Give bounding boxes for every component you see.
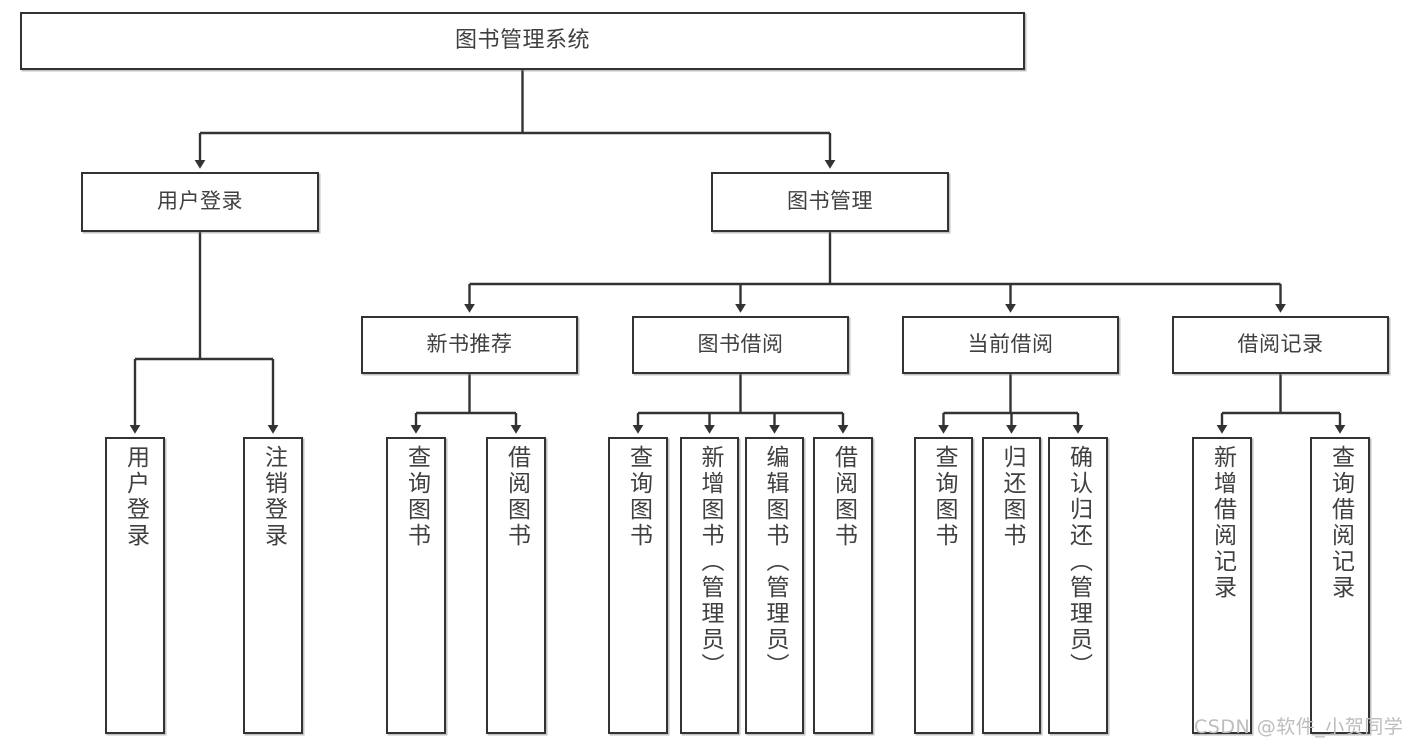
node-label: 用户登录 <box>157 189 243 214</box>
node-label: 当前借阅 <box>967 332 1054 357</box>
node-new-book-rec[interactable]: 新书推荐 <box>361 316 578 374</box>
node-label: 注销登录 <box>260 445 287 549</box>
node-label: 新书推荐 <box>426 332 513 357</box>
node-label: 确认归还（管理员） <box>1065 445 1092 679</box>
node-borrow-log[interactable]: 借阅记录 <box>1172 316 1389 374</box>
node-label: 查询借阅记录 <box>1327 445 1354 601</box>
node-book-borrow[interactable]: 图书借阅 <box>632 316 849 374</box>
node-book-manage[interactable]: 图书管理 <box>711 172 949 232</box>
node-label: 图书管理 <box>787 189 873 214</box>
node-label: 新增图书（管理员） <box>697 445 723 679</box>
node-label: 借阅图书 <box>503 445 530 549</box>
node-leaf-confirm-ret[interactable]: 确认归还（管理员） <box>1048 437 1108 734</box>
node-leaf-add-log[interactable]: 新增借阅记录 <box>1192 437 1252 734</box>
node-user-login[interactable]: 用户登录 <box>81 172 319 232</box>
node-label: 查询图书 <box>625 445 652 549</box>
node-label: 查询图书 <box>931 445 957 549</box>
node-leaf-query-book-3[interactable]: 查询图书 <box>914 437 973 734</box>
node-leaf-user-login[interactable]: 用户登录 <box>105 437 165 734</box>
node-label: 用户登录 <box>122 445 149 549</box>
node-leaf-borrow-book-1[interactable]: 借阅图书 <box>486 437 546 734</box>
node-label: 借阅记录 <box>1237 332 1324 357</box>
node-leaf-user-logout[interactable]: 注销登录 <box>243 437 303 734</box>
node-label: 借阅图书 <box>830 445 857 549</box>
node-leaf-query-book-1[interactable]: 查询图书 <box>386 437 446 734</box>
node-label: 归还图书 <box>999 445 1025 549</box>
node-label: 新增借阅记录 <box>1209 445 1236 601</box>
node-leaf-add-book[interactable]: 新增图书（管理员） <box>680 437 739 734</box>
node-label: 图书借阅 <box>697 332 784 357</box>
node-leaf-query-log[interactable]: 查询借阅记录 <box>1310 437 1370 734</box>
node-leaf-borrow-book-2[interactable]: 借阅图书 <box>813 437 873 734</box>
node-label: 图书管理系统 <box>454 27 590 53</box>
node-leaf-edit-book[interactable]: 编辑图书（管理员） <box>745 437 804 734</box>
node-label: 编辑图书（管理员） <box>762 445 788 679</box>
node-leaf-query-book-2[interactable]: 查询图书 <box>608 437 668 734</box>
node-root[interactable]: 图书管理系统 <box>20 12 1025 70</box>
node-cur-borrow[interactable]: 当前借阅 <box>902 316 1119 374</box>
node-label: 查询图书 <box>403 445 430 549</box>
node-leaf-return-book[interactable]: 归还图书 <box>982 437 1041 734</box>
